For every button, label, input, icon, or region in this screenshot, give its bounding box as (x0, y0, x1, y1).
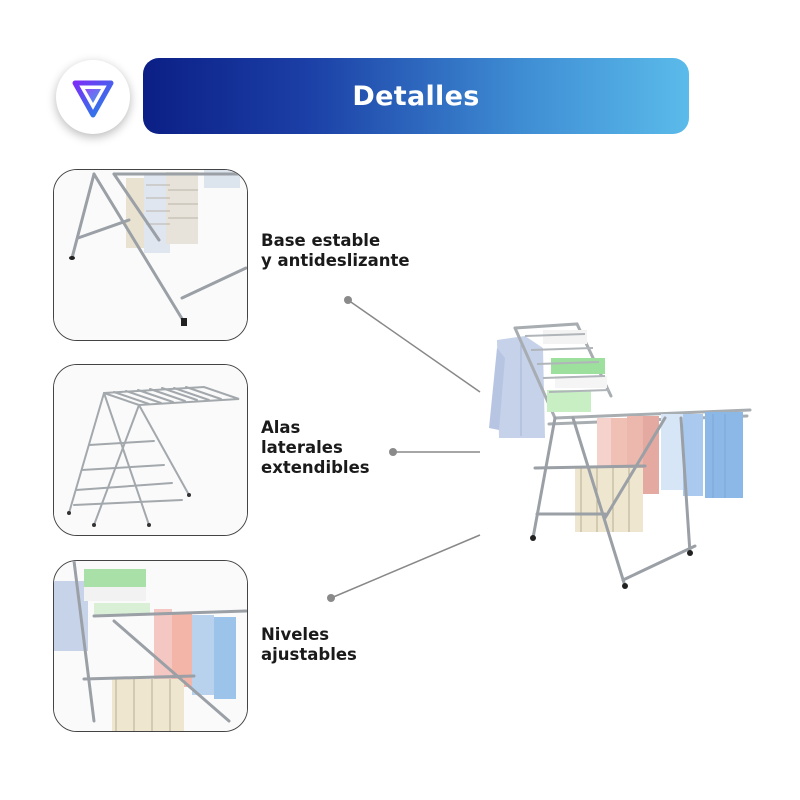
feature-2-line2: laterales (261, 438, 343, 457)
feature-1-line2: y antideslizante (261, 251, 410, 270)
connector-dot-3 (327, 594, 335, 602)
brand-triangle-logo-icon (72, 80, 114, 118)
thumbnail-stable-base (53, 169, 248, 341)
logo-badge (56, 60, 130, 134)
connector-line-1 (347, 299, 481, 393)
thumbnail-adjustable-levels (53, 560, 248, 732)
feature-3-line2: ajustables (261, 645, 357, 664)
header-title: Detalles (352, 80, 480, 112)
header-banner: Detalles (143, 58, 689, 134)
rack-feet-closeup-image (54, 170, 247, 340)
feature-1-line1: Base estable (261, 231, 381, 250)
connector-line-3 (330, 534, 481, 599)
rack-extended-wings-image (54, 365, 247, 535)
feature-label-adjustable-levels: Niveles ajustables (261, 625, 357, 665)
thumbnail-extendable-wings (53, 364, 248, 536)
connector-dot-1 (344, 296, 352, 304)
feature-2-line3: extendibles (261, 458, 370, 477)
clothes-drying-rack-image (489, 322, 752, 589)
connector-dot-2 (389, 448, 397, 456)
feature-label-stable-base: Base estable y antideslizante (261, 231, 410, 271)
main-product-image (485, 318, 755, 603)
feature-label-extendable-wings: Alas laterales extendibles (261, 418, 370, 478)
feature-2-line1: Alas (261, 418, 301, 437)
feature-3-line1: Niveles (261, 625, 330, 644)
rack-adjustable-levels-image (54, 561, 247, 731)
